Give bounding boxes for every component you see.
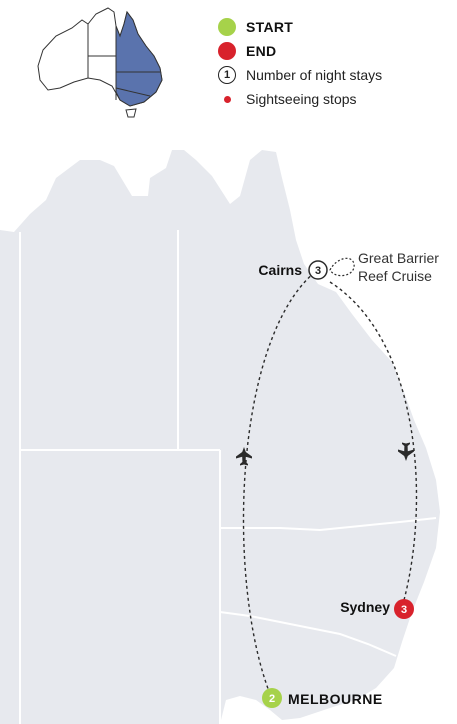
legend-nights-label: Number of night stays	[246, 67, 383, 83]
route-cairns-to-sydney	[329, 281, 418, 601]
cairns-label: Cairns	[258, 262, 302, 278]
legend-start-label: START	[246, 19, 294, 35]
airplane-icon	[236, 447, 252, 466]
inset-state-border	[115, 87, 151, 97]
sydney-label: Sydney	[340, 599, 390, 615]
legend-stops-label: Sightseeing stops	[246, 91, 357, 107]
legend-end-label: END	[246, 43, 277, 59]
inset-tasmania	[125, 108, 137, 118]
legend-start: START	[218, 16, 293, 38]
sydney-end-marker	[394, 599, 414, 619]
melbourne-label: MELBOURNE	[288, 691, 383, 707]
border-qld-nsw	[220, 517, 437, 532]
start-marker-icon	[218, 18, 236, 36]
sydney-nights-count: 3	[401, 604, 407, 616]
sightseeing-dot-icon	[224, 95, 231, 103]
legend-end: END	[218, 40, 276, 62]
legend-nights: 1 Number of night stays	[218, 64, 382, 86]
australia-landmass	[0, 150, 440, 724]
melbourne-start-marker	[262, 688, 282, 708]
reef-label-line2: Reef Cruise	[358, 268, 432, 284]
cairns-nights-marker	[308, 260, 328, 280]
reef-cruise-loop	[329, 257, 355, 277]
inset-highlight-region	[115, 10, 163, 107]
nights-count-icon: 1	[218, 66, 236, 84]
airplane-icon	[398, 442, 414, 461]
legend-stops: Sightseeing stops	[218, 88, 357, 110]
end-marker-icon	[218, 42, 236, 60]
melbourne-nights-count: 2	[269, 693, 275, 705]
cairns-nights-count: 3	[315, 265, 321, 277]
route-melbourne-to-cairns	[242, 271, 316, 695]
main-map: Cairns 3 Great Barrier Reef Cruise Sydne…	[0, 150, 440, 724]
inset-australia-map	[37, 7, 163, 118]
reef-label-line1: Great Barrier	[358, 250, 439, 266]
